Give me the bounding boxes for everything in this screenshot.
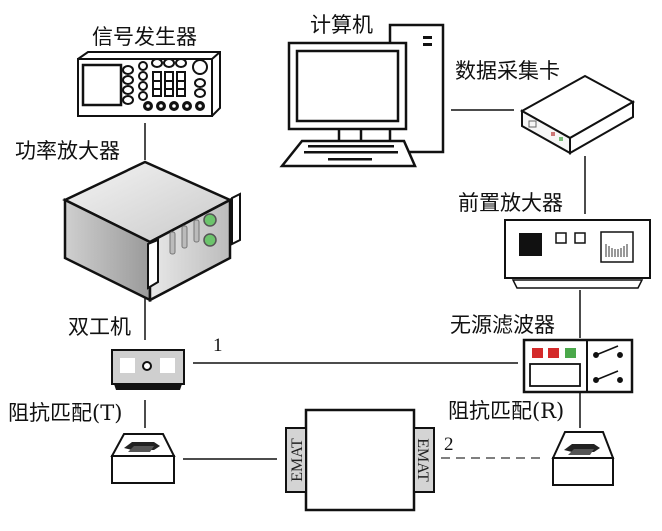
path-1-label: 1 <box>213 335 223 356</box>
signal-generator-icon <box>77 51 221 117</box>
daq-card-label: 数据采集卡 <box>455 59 560 83</box>
emat-left-label: EMAT <box>289 438 306 482</box>
impedance-match-t-icon <box>110 433 176 484</box>
filter-led-1 <box>532 348 543 358</box>
computer-label: 计算机 <box>310 13 373 37</box>
impedance-match-t-label: 阻抗匹配(T) <box>8 401 122 425</box>
passive-filter-icon <box>522 338 634 394</box>
duplexer-label: 双工机 <box>68 315 131 339</box>
switch-icon <box>593 345 623 383</box>
preamplifier-icon <box>504 219 651 289</box>
emat-right-label: EMAT <box>414 438 431 482</box>
signal-generator-label: 信号发生器 <box>92 25 197 49</box>
passive-filter-label: 无源滤波器 <box>450 313 555 337</box>
emat-right: EMAT <box>413 427 435 493</box>
filter-led-3 <box>565 348 576 358</box>
computer-icon <box>279 23 445 168</box>
power-amplifier-icon <box>62 160 241 303</box>
connections <box>144 109 586 460</box>
preamplifier-label: 前置放大器 <box>458 191 563 215</box>
path-2-label: 2 <box>444 434 454 455</box>
impedance-match-r-label: 阻抗匹配(R) <box>448 399 564 423</box>
filter-led-2 <box>548 348 559 358</box>
daq-card-icon <box>519 74 636 155</box>
duplexer-icon <box>111 349 185 390</box>
specimen-block <box>304 408 416 512</box>
impedance-match-r-icon <box>551 431 615 486</box>
power-amplifier-label: 功率放大器 <box>15 139 120 163</box>
emat-left: EMAT <box>285 427 307 493</box>
